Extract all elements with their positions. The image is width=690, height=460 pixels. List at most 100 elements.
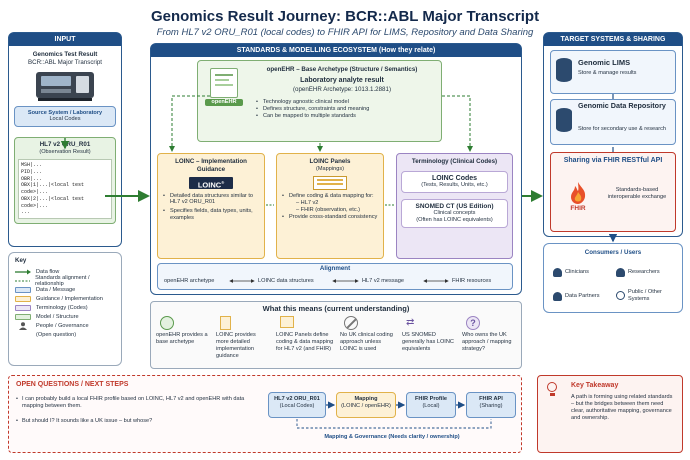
terminology-swatch [15,305,31,312]
alignment-strip [157,263,513,290]
meaning-item: ? Who owns the UK approach / mapping str… [462,316,518,353]
panel-icon [313,175,347,190]
consumers-panel [543,243,683,313]
legend-item: People / Governance [15,322,115,331]
openehr-bullet: Defines structure, constraints and meani… [256,106,436,113]
arrow-icon [15,269,31,275]
question-item: •But should I? It sounds like a UK issue… [16,418,153,424]
consumer-item: Researchers [616,268,660,277]
meaning-text: Who owns the UK approach / mapping strat… [462,332,512,352]
meaning-item: No UK clinical coding approach unless LO… [340,316,396,353]
hl7-message-lines: MSH|... PID|... OBR|... OBX|1|...|<local… [18,159,112,220]
lims-sub: Store & manage results [578,70,637,76]
takeaway-title: Key Takeaway [571,382,619,389]
clinician-icon [553,268,562,277]
hl7-sub: (Observation Result) [39,149,91,156]
meaning-items: openEHR provides a base archetype LOINC … [156,316,518,368]
hl7-line: OBR|... [21,175,43,182]
meaning-text: No UK clinical coding approach unless LO… [340,332,393,352]
openehr-title: openEHR – Base Archetype (Structure / Se… [266,66,418,73]
legend-item: Model / Structure [15,313,115,322]
flame-icon [571,182,586,204]
guidance-swatch [15,296,31,303]
snomed-title: SNOMED CT (US Edition) [415,202,494,210]
document-icon [220,316,231,330]
terminology-title: Terminology (Clinical Codes) [411,158,498,165]
legend-item: Data / Message [15,286,115,295]
legend-label: (Open question) [36,332,77,339]
no-icon [344,316,358,330]
loinc-panels-bullets: Define coding & data mapping for: [282,193,378,200]
legend-title: Key [15,257,27,264]
legend-label: Model / Structure [36,314,79,321]
consumer-item: Clinicians [553,268,589,277]
question-icon: ? [466,316,480,330]
person-icon [19,322,27,331]
hl7-line: ... [21,209,31,216]
alignment-item: LOINC data structures [258,278,314,284]
snomed-sub: Clinical concepts [433,209,476,216]
legend-item: Standards alignment / relationship [15,275,115,287]
loinc-panels-bullet: Provide cross-standard consistency [282,214,378,221]
openehr-bullet: Technology agnostic clinical model [256,99,436,106]
meaning-text: LOINC Panels define coding & data mappin… [276,332,334,352]
flow-step-fhir-profile: FHIR Profile (Local) [406,392,456,418]
loinc-logo: LOINC® [189,176,233,189]
questions-title: OPEN QUESTIONS / NEXT STEPS [16,381,129,388]
repo-sub: Store for secondary use & research [578,126,666,132]
alignment-item: HL7 v2 message [362,278,404,284]
lightbulb-icon [547,382,557,396]
loinc-panels-bullet: Define coding & data mapping for: [282,193,378,200]
fhir-logo-text: FHIR [570,205,586,212]
flow-step-hl7: HL7 v2 ORU_R01 (Local Codes) [268,392,326,418]
partners-icon [553,292,562,301]
input-heading: Genomics Test Result [32,51,98,58]
loinc-codes-box: LOINC Codes (Tests, Results, Units, etc.… [401,170,508,193]
legend-label: Data flow [36,269,60,276]
question-item: •I can probably build a local FHIR profi… [16,396,245,409]
legend-item: Data flow [15,268,115,277]
terminology-box: Terminology (Clinical Codes) LOINC Codes… [396,153,513,259]
openehr-bullets: Technology agnostic clinical model Defin… [256,99,436,120]
repo-title: Genomic Data Repository [578,101,666,110]
meaning-item: LOINC Panels define coding & data mappin… [276,316,334,353]
alignment-item: FHIR resources [452,278,492,284]
loinc-guidance-box: LOINC – Implementation Guidance LOINC® D… [157,153,265,259]
database-icon [556,58,572,82]
model-swatch [15,314,31,321]
alignment-link [169,95,210,152]
alignment-item: openEHR archetype [164,278,215,284]
loinc-codes-title: LOINC Codes [431,174,478,182]
takeaway-text: A path is forming using related standard… [571,394,673,421]
consumer-item: Public / Other Systems [616,289,678,303]
openehr-icon [160,316,174,330]
legend-panel: Key Data flow Standards alignment / rela… [8,252,122,366]
meaning-box [150,301,522,369]
loinc-codes-sub: (Tests, Results, Units, etc.) [421,181,488,188]
consumer-item: Data Partners [553,292,600,301]
flow-step-mapping: Mapping (LOINC / openEHR) [336,392,396,418]
takeaway-box [537,375,683,453]
loinc-panels-sub: – HL7 v2 [296,199,319,206]
snomed-box: SNOMED CT (US Edition) Clinical concepts… [401,198,508,228]
legend-label: People / Governance [36,323,89,330]
consumers-title: Consumers / Users [584,249,642,256]
database-icon [556,108,572,132]
hl7-line: MSH|... [21,162,43,169]
meaning-text: US SNOMED generally has LOINC equivalent… [402,332,454,352]
source-system-title: Source System / Laboratory [27,109,103,116]
page-subtitle: From HL7 v2 ORU_R01 (local codes) to FHI… [156,27,534,38]
fhir-box [550,152,676,232]
meaning-item: LOINC provides more detailed implementat… [216,316,270,360]
snomed-sub: (Often has LOINC equivalents) [416,216,493,223]
dashed-line-icon [15,280,31,282]
source-system-box: Source System / Laboratory Local Codes [14,105,116,128]
openehr-bullet: Can be mapped to multiple standards [256,113,436,120]
legend-item: (Open question) [15,331,115,340]
meaning-item: openEHR provides a base archetype [156,316,214,346]
meaning-text: LOINC provides more detailed implementat… [216,332,256,359]
governance-label: Mapping & Governance (Needs clarity / ow… [324,434,460,440]
openehr-badge: openEHR [205,99,243,106]
loinc-guidance-title: LOINC – Implementation Guidance [175,158,247,173]
standards-header: STANDARDS & MODELLING ECOSYSTEM (How the… [151,44,521,57]
